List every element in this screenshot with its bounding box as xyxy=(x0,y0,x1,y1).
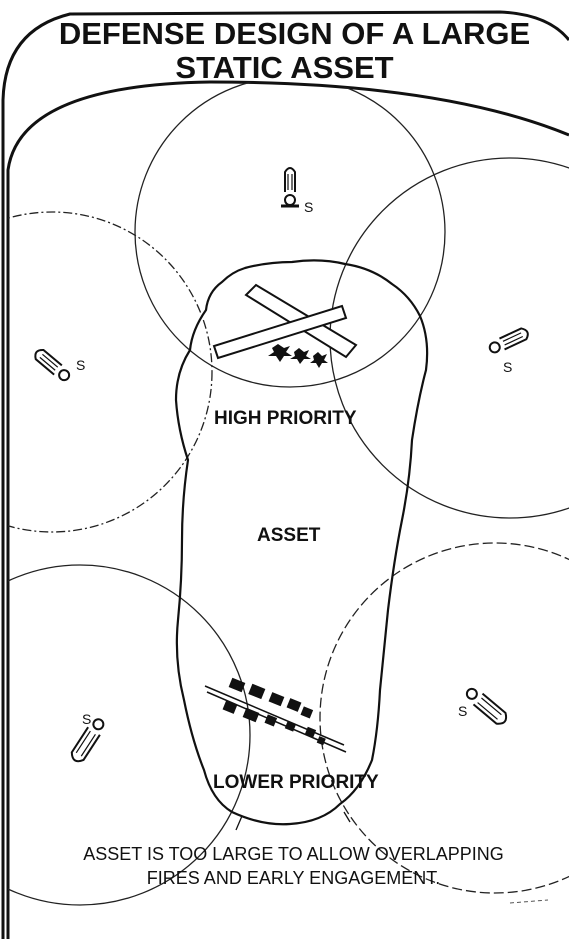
range-ring-east xyxy=(329,157,569,519)
range-ring-southeast xyxy=(319,542,569,894)
range-ring-west xyxy=(8,211,213,533)
launcher-mark: S xyxy=(76,357,85,373)
launcher-icon xyxy=(488,327,529,354)
launcher-mark: S xyxy=(458,703,467,719)
range-ring-southwest xyxy=(8,564,251,906)
caption-line-1: ASSET IS TOO LARGE TO ALLOW OVERLAPPING xyxy=(83,844,504,864)
launcher-icon xyxy=(34,348,71,382)
launcher-icon xyxy=(281,167,299,208)
asset-label: ASSET xyxy=(257,525,321,546)
launcher-mark: S xyxy=(304,199,313,215)
launcher-mark: S xyxy=(82,711,91,727)
runway-icon xyxy=(212,283,358,360)
launcher-icon xyxy=(70,718,105,763)
boundary-tick xyxy=(343,811,351,823)
building-cluster-icon xyxy=(204,677,347,753)
boundary-tick xyxy=(235,815,243,831)
aircraft-icon xyxy=(268,344,328,368)
dash-mark xyxy=(509,899,549,904)
title-line-1: DEFENSE DESIGN OF A LARGE xyxy=(58,16,531,51)
range-ring-north xyxy=(134,82,446,388)
title-line-2: STATIC ASSET xyxy=(175,50,394,85)
header-frame xyxy=(1,10,569,939)
high-priority-label: HIGH PRIORITY xyxy=(214,408,357,429)
panel-frame xyxy=(6,80,569,939)
asset-boundary xyxy=(174,259,429,826)
launcher-icon xyxy=(465,687,508,725)
caption-line-2: FIRES AND EARLY ENGAGEMENT. xyxy=(146,868,441,888)
lower-priority-label: LOWER PRIORITY xyxy=(213,772,379,793)
launcher-mark: S xyxy=(503,359,512,375)
